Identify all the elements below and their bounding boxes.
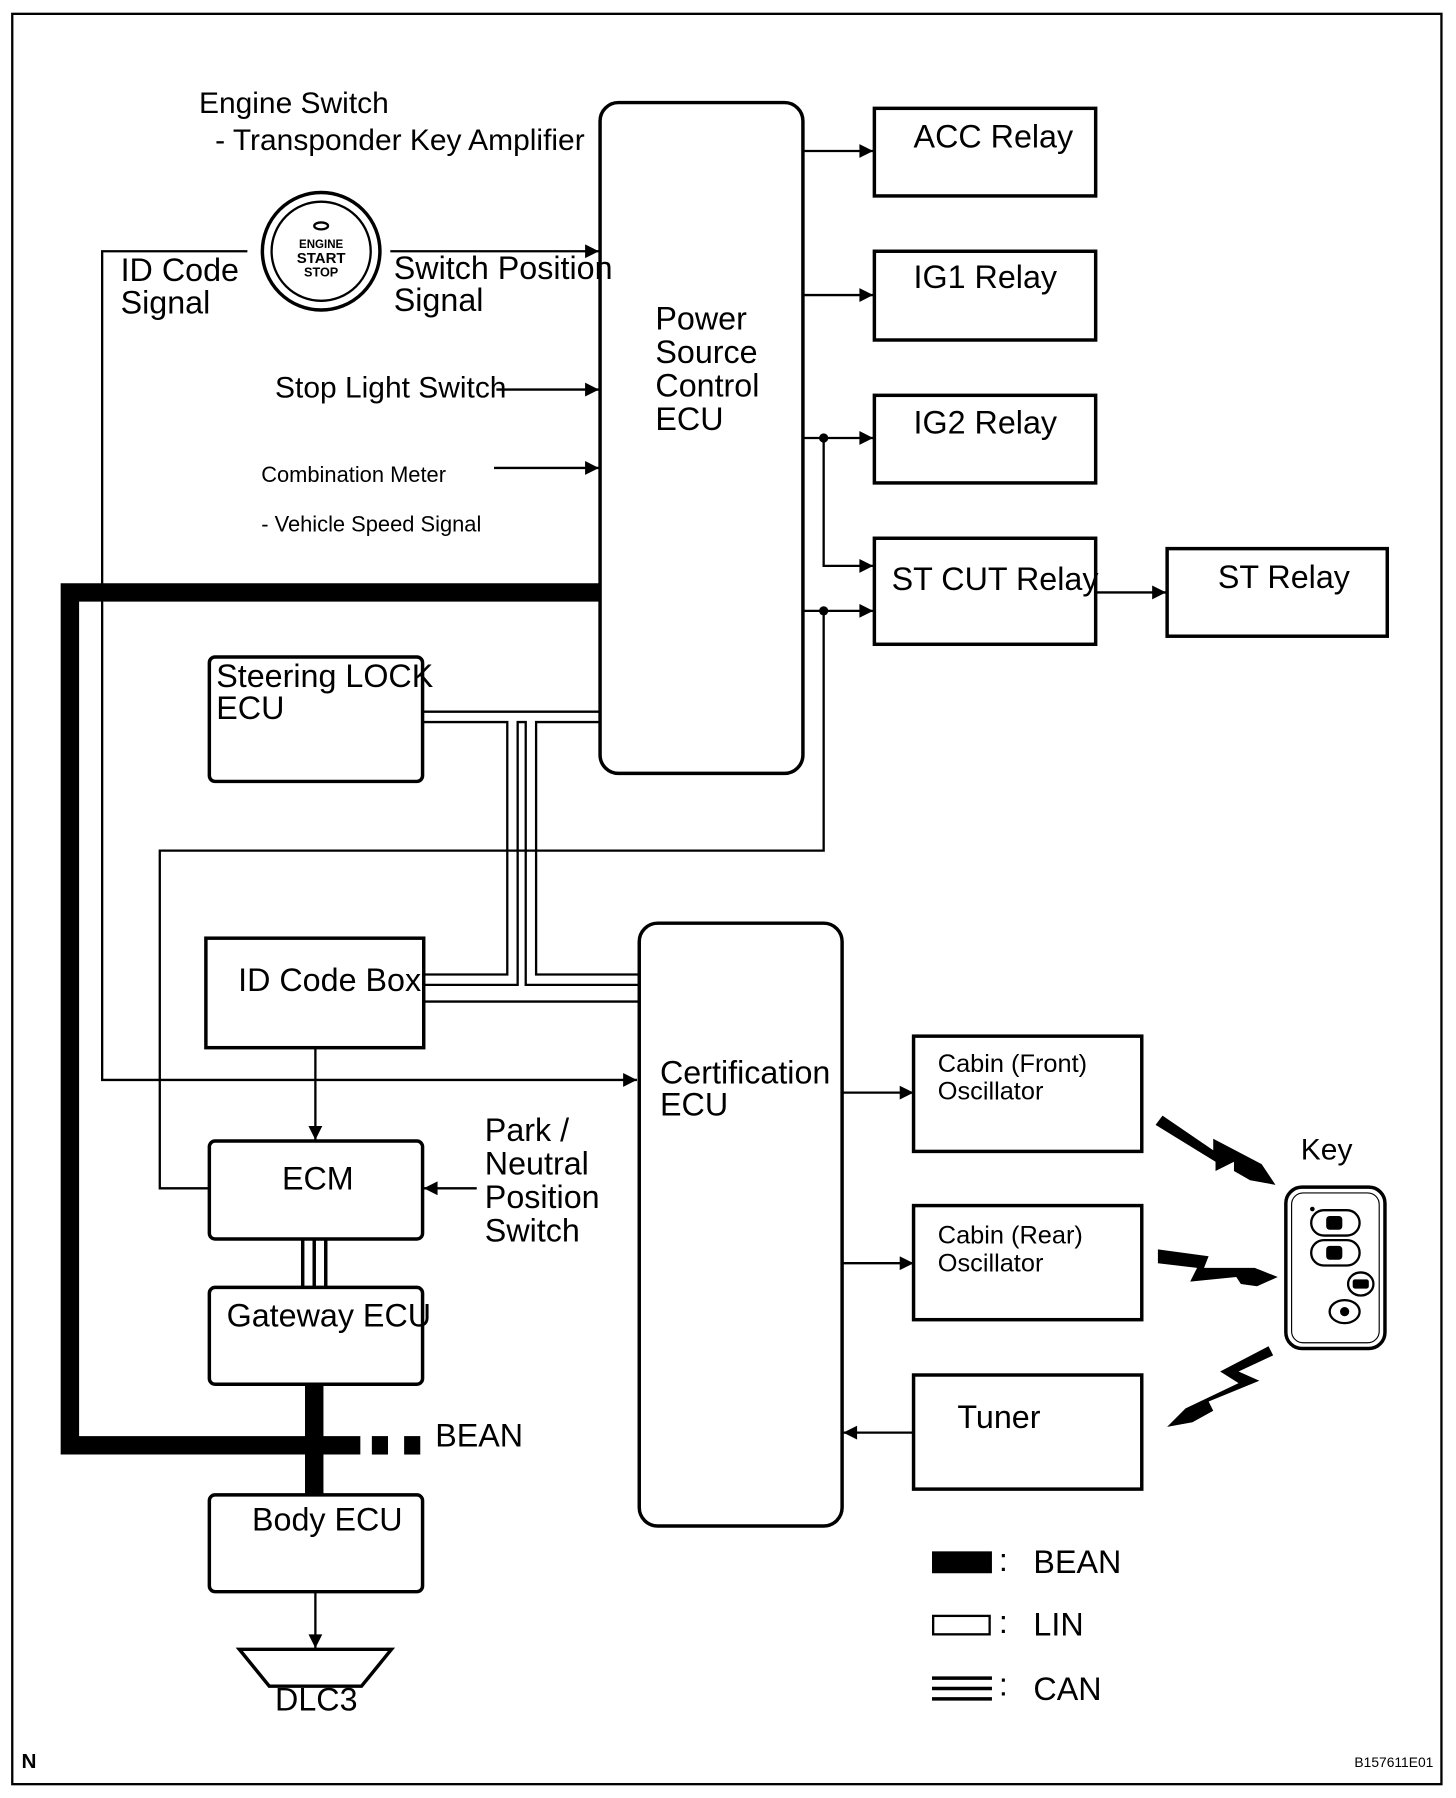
ecm-box [207, 1139, 425, 1241]
gateway-ecu-box [207, 1285, 425, 1386]
ig1-relay-box [872, 249, 1098, 342]
ig1-relay-label: IG1 Relay [914, 259, 1058, 295]
cabin-front-oscillator-box [911, 1034, 1144, 1154]
tuner-box [911, 1373, 1144, 1491]
legend-bean-label: BEAN [1033, 1544, 1121, 1580]
st-relay-box [1165, 546, 1389, 638]
figure-code: B157611E01 [1354, 1754, 1433, 1770]
legend-lin-swatch [932, 1614, 991, 1636]
power-source-label-2: Source [655, 334, 757, 370]
certification-label-2: ECU [660, 1087, 728, 1123]
junction-dot-st-cut [819, 606, 829, 616]
engine-start-stop-button-icon: ENGINE START STOP [260, 190, 382, 312]
body-ecu-label: Body ECU [252, 1502, 403, 1538]
power-source-label-4: ECU [655, 401, 723, 437]
id-code-signal-label-2: Signal [121, 284, 211, 320]
dlc3-connector [235, 1647, 396, 1688]
st-cut-relay-box [872, 536, 1098, 647]
st-cut-relay-label: ST CUT Relay [892, 561, 1100, 597]
st-cut-branch-wire [822, 437, 874, 573]
bean-bus-label: BEAN [435, 1417, 523, 1453]
cabin-rear-oscillator-box [911, 1203, 1144, 1322]
gateway-ecu-label: Gateway ECU [227, 1298, 431, 1334]
corner-mark-left: N [21, 1750, 36, 1773]
bean-dash-1 [371, 1436, 388, 1455]
tuner-label: Tuner [957, 1399, 1040, 1435]
certification-ecu [637, 921, 844, 1528]
ig2-relay-label: IG2 Relay [914, 404, 1058, 440]
bean-bus-line [60, 583, 601, 1455]
steering-lock-label-2: ECU [216, 690, 284, 726]
legend-lin-colon: : [999, 1604, 1008, 1640]
body-ecu-box [207, 1493, 425, 1594]
transponder-label: - Transponder Key Amplifier [215, 124, 585, 157]
dlc3-label: DLC3 [275, 1681, 358, 1717]
stop-light-switch-label: Stop Light Switch [275, 372, 506, 405]
id-code-signal-wire [101, 250, 637, 1087]
st-relay-label: ST Relay [1218, 559, 1351, 595]
legend: : BEAN : LIN : CAN [932, 1542, 1121, 1707]
combination-meter-label: Combination Meter [261, 462, 446, 487]
id-code-box [204, 936, 426, 1050]
svg-text:ENGINE: ENGINE [299, 239, 343, 251]
lin-bus [422, 710, 640, 987]
switch-position-label-2: Signal [394, 282, 484, 318]
legend-can-colon: : [999, 1666, 1008, 1702]
switch-position-label-1: Switch Position [394, 250, 613, 286]
cabin-front-label-2: Oscillator [938, 1078, 1044, 1106]
diagram-border [11, 12, 1443, 1786]
ig2-relay-box [872, 393, 1098, 485]
smart-key-fob-icon [1284, 1185, 1387, 1351]
certification-label-1: Certification [660, 1054, 830, 1090]
park-neutral-label-3: Position [485, 1179, 600, 1215]
svg-text:STOP: STOP [304, 266, 339, 280]
wireless-signal-rear-icon [1157, 1249, 1278, 1287]
legend-bean-swatch [932, 1551, 992, 1574]
park-neutral-label-4: Switch [485, 1212, 580, 1248]
cabin-rear-label-1: Cabin (Rear) [938, 1222, 1083, 1250]
key-label: Key [1301, 1133, 1353, 1166]
bean-dash-2 [404, 1436, 421, 1455]
legend-can-label: CAN [1033, 1671, 1101, 1707]
steering-lock-label-1: Steering LOCK [216, 658, 433, 694]
id-code-signal-label-1: ID Code [121, 252, 239, 288]
power-source-control-ecu [598, 100, 805, 776]
svg-text:START: START [297, 250, 346, 267]
legend-can-swatch [932, 1676, 992, 1701]
power-source-label-3: Control [655, 367, 759, 403]
ecm-feedback-wire [158, 610, 825, 1190]
ecm-label: ECM [282, 1160, 354, 1196]
cabin-rear-label-2: Oscillator [938, 1249, 1044, 1277]
steering-lock-ecu-box [207, 655, 425, 784]
id-code-box-label: ID Code Box [238, 962, 421, 998]
can-bus-ecm-gateway [300, 1239, 328, 1289]
wireless-signal-tuner-icon [1167, 1346, 1274, 1427]
engine-switch-label: Engine Switch [199, 87, 389, 120]
wireless-signal-front-icon [1155, 1115, 1276, 1185]
legend-bean-colon: : [999, 1542, 1008, 1578]
acc-relay-box [872, 106, 1098, 198]
park-neutral-label-2: Neutral [485, 1145, 589, 1181]
vehicle-speed-signal-label: - Vehicle Speed Signal [261, 511, 481, 536]
park-neutral-label-1: Park / [485, 1112, 569, 1148]
power-source-label-1: Power [655, 301, 747, 337]
acc-relay-label: ACC Relay [914, 119, 1074, 155]
cabin-front-label-1: Cabin (Front) [938, 1050, 1087, 1078]
junction-dot-ig2 [819, 433, 829, 443]
legend-lin-label: LIN [1033, 1606, 1083, 1642]
